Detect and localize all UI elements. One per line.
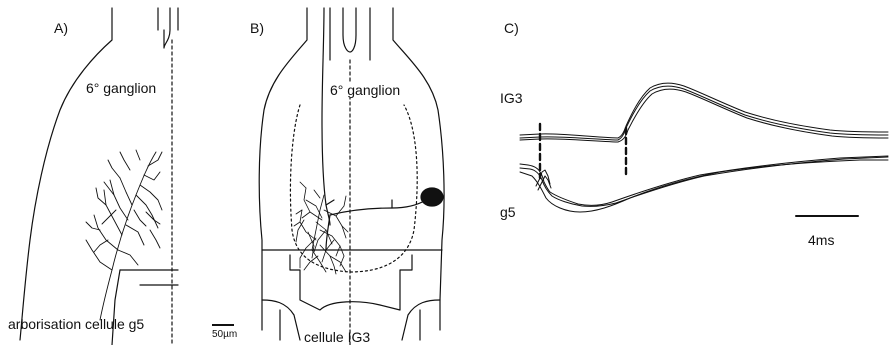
panel-a-caption: arborisation cellule g5 <box>8 316 144 332</box>
panel-c-scale-label: 4ms <box>808 232 834 248</box>
panel-c-label: C) <box>504 20 519 36</box>
trace-ig3-label: IG3 <box>500 90 523 106</box>
trace-g5-label: g5 <box>500 204 516 220</box>
panel-b-ganglion-outline <box>259 8 444 345</box>
panel-b-dendritic-field <box>294 182 348 274</box>
panel-c-traces <box>520 83 888 212</box>
panel-b-ganglion-label: 6° ganglion <box>330 82 400 98</box>
panel-b-ig3-soma <box>421 188 443 206</box>
panel-a-g5-arborisation <box>86 150 162 320</box>
panel-a-scale-label: 50µm <box>212 327 237 343</box>
trace-ig3 <box>520 83 888 138</box>
panel-a-ganglion-outline <box>20 8 178 345</box>
trace-g5 <box>520 156 888 205</box>
panel-a-label: A) <box>54 20 68 36</box>
panel-a-ganglion-label: 6° ganglion <box>86 80 156 96</box>
panel-b-label: B) <box>250 20 264 36</box>
panel-b-caption: cellule IG3 <box>304 329 370 345</box>
